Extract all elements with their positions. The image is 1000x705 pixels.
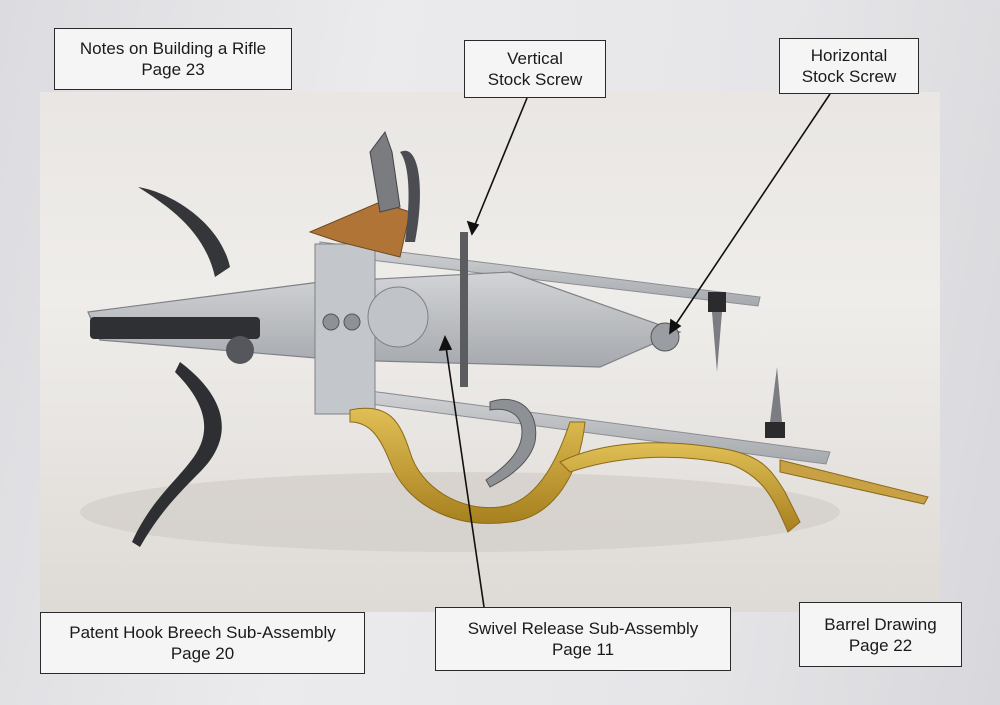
wood-screw-2 (770, 367, 782, 422)
rifle-assembly-illustration (80, 130, 929, 552)
label-swivel-release: Swivel Release Sub-Assembly Page 11 (435, 607, 731, 671)
label-notes-page: Page 23 (141, 60, 205, 79)
label-patent-hook-breech: Patent Hook Breech Sub-Assembly Page 20 (40, 612, 365, 674)
tumbler (226, 336, 254, 364)
vertical-screw-shaft (460, 232, 468, 387)
cock-screw (369, 130, 401, 213)
label-horizontal-line2: Stock Screw (801, 67, 897, 86)
mainspring (138, 187, 230, 277)
label-barrel-page: Page 22 (848, 635, 913, 655)
label-notes-title: Notes on Building a Rifle (79, 39, 267, 58)
label-horizontal-line1: Horizontal (810, 46, 888, 65)
label-horizontal-stock-screw: Horizontal Stock Screw (779, 38, 919, 94)
label-barrel-drawing: Barrel Drawing Page 22 (799, 602, 962, 667)
label-patent-title: Patent Hook Breech Sub-Assembly (69, 623, 336, 642)
wood-screw-nut-2 (765, 422, 785, 438)
sear-bar (90, 317, 260, 339)
trigger-guard-tail (559, 442, 801, 533)
frizzen (400, 150, 420, 242)
trigger (485, 398, 537, 488)
breech-block (314, 243, 376, 415)
wood-screw-nut-1 (708, 292, 726, 312)
screw-right (343, 313, 361, 331)
label-barrel-title: Barrel Drawing (824, 614, 937, 634)
rifle-lock-photo (40, 92, 940, 612)
screw-left (322, 313, 340, 331)
label-vertical-line1: Vertical (507, 49, 563, 68)
trigger-spring (132, 362, 222, 547)
horizontal-screw-head (650, 322, 680, 352)
flint-jaw (308, 201, 411, 258)
label-vertical-stock-screw: Vertical Stock Screw (464, 40, 606, 98)
label-vertical-line2: Stock Screw (487, 70, 583, 89)
label-swivel-page: Page 11 (551, 640, 615, 659)
label-patent-page: Page 20 (170, 644, 235, 663)
trigger-guard-strap (779, 459, 929, 505)
trigger-guard-bow (349, 407, 586, 524)
wood-screw-1 (712, 312, 722, 372)
label-notes-building-rifle: Notes on Building a Rifle Page 23 (54, 28, 292, 90)
label-swivel-title: Swivel Release Sub-Assembly (467, 619, 699, 638)
bridle-disc (367, 286, 429, 348)
